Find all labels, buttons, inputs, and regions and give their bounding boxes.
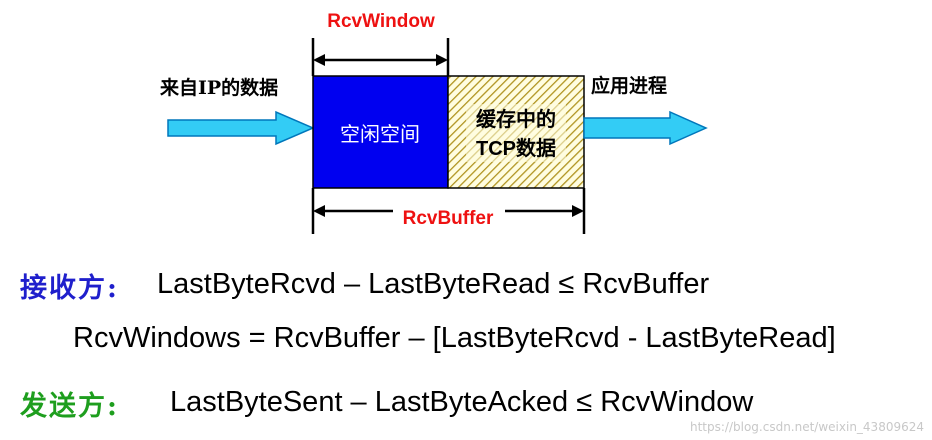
watermark: https://blog.csdn.net/weixin_43809624	[689, 420, 924, 434]
sender-label: 发送方:	[20, 391, 119, 422]
rcv-window-dimension	[311, 38, 450, 76]
rcv-buffer-label: RcvBuffer	[403, 208, 494, 229]
tcp-receive-buffer-diagram: RcvWindow 来自IP的数据 空闲空间 缓存中的 TCP数据 应用进程 R…	[160, 11, 708, 234]
free-space-label: 空闲空间	[340, 122, 420, 146]
outgoing-arrow	[583, 110, 708, 146]
rcv-buffer-dimension	[311, 188, 586, 234]
free-space-block	[312, 75, 449, 189]
sender-equation: LastByteSent – LastByteAcked ≤ RcvWindow	[170, 386, 754, 418]
buffered-data-label-line1: 缓存中的	[476, 107, 556, 131]
incoming-data-label: 来自IP的数据	[160, 76, 278, 99]
application-process-label: 应用进程	[591, 74, 667, 97]
rcv-window-label: RcvWindow	[327, 11, 435, 32]
incoming-arrow	[167, 110, 315, 146]
window-equation: RcvWindows = RcvBuffer – [LastByteRcvd -…	[73, 322, 836, 354]
receiver-equation: LastByteRcvd – LastByteRead ≤ RcvBuffer	[157, 268, 710, 300]
buffered-data-label-line2: TCP数据	[476, 136, 556, 160]
receiver-label: 接收方:	[20, 273, 119, 304]
